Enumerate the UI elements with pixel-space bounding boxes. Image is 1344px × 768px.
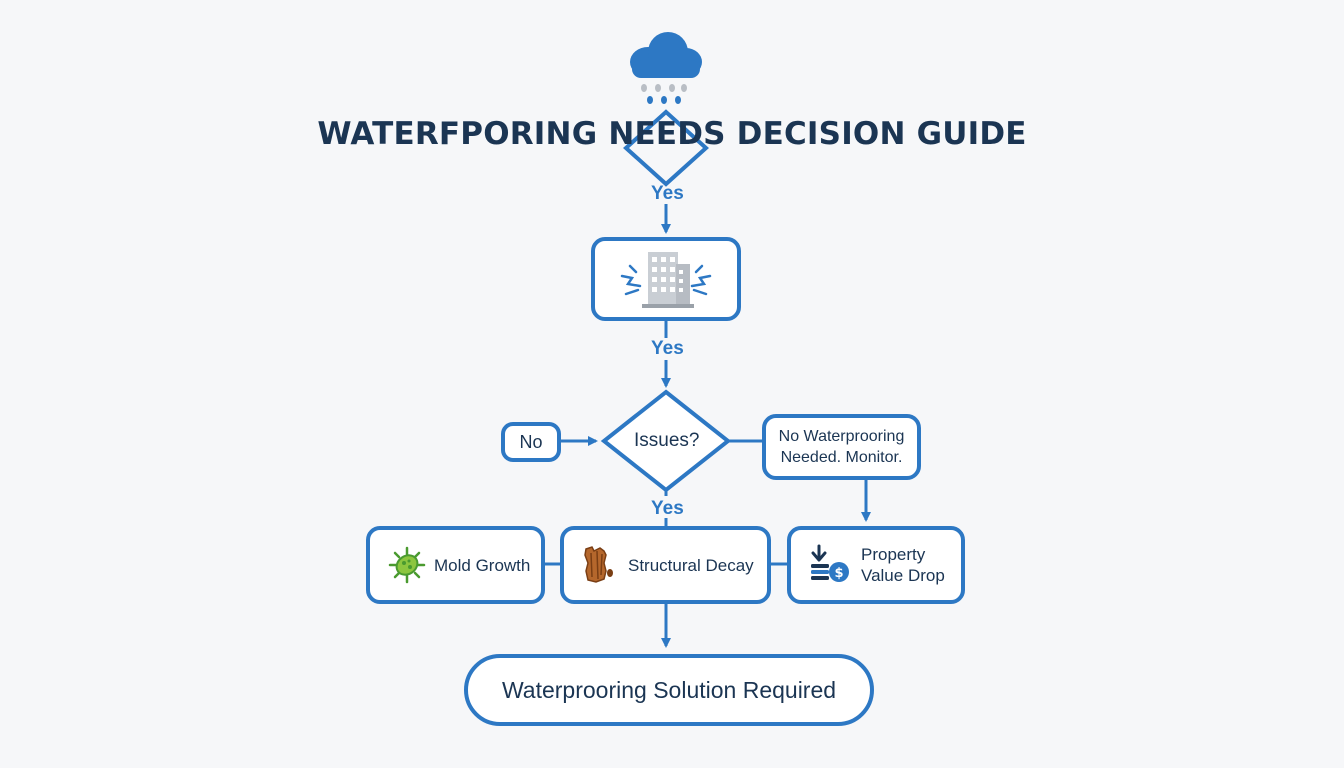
no-label: No xyxy=(519,431,543,452)
rotting-wood-icon xyxy=(584,546,613,583)
top-decision-diamond xyxy=(623,109,709,187)
yes-label-bottom: Yes xyxy=(651,498,684,519)
yes-label-top: Yes xyxy=(651,183,684,204)
solution-box: Waterprooring Solution Required xyxy=(464,654,874,726)
issues-label: Issues? xyxy=(634,430,700,451)
mold-growth-label: Mold Growth xyxy=(434,555,531,575)
no-waterproofing-line2: Needed. Monitor. xyxy=(780,449,903,466)
property-value-line2: Value Drop xyxy=(861,566,945,585)
cracked-building-icon xyxy=(620,252,712,308)
no-waterproofing-box: No Waterprooring Needed. Monitor. xyxy=(762,414,921,480)
structural-decay-label: Structural Decay xyxy=(628,555,754,575)
mold-bacteria-icon xyxy=(388,546,426,584)
page-title: WATERFPORING NEEDS DECISION GUIDE xyxy=(317,116,1027,152)
rain-cloud-icon xyxy=(630,32,702,104)
mold-growth-box: Mold Growth xyxy=(366,526,545,604)
solution-label: Waterprooring Solution Required xyxy=(501,676,837,703)
yes-label-middle: Yes xyxy=(651,338,684,359)
money-down-icon: $ xyxy=(811,544,849,582)
no-waterproofing-line1: No Waterprooring xyxy=(778,428,905,445)
svg-text:$: $ xyxy=(834,566,843,581)
structural-decay-box: Structural Decay xyxy=(560,526,771,604)
no-box: No xyxy=(501,422,561,462)
property-value-line1: Property xyxy=(861,545,926,564)
property-value-box: $ Property Value Drop xyxy=(787,526,965,604)
cracked-building-box xyxy=(591,237,741,321)
